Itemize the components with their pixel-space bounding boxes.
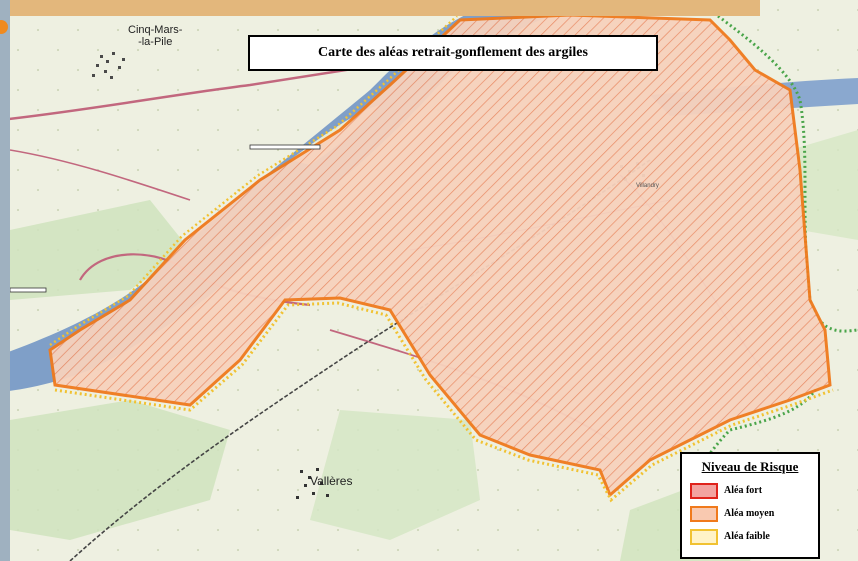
- map-title: Carte des aléas retrait-gonflement des a…: [248, 35, 658, 71]
- legend-label: Aléa faible: [724, 531, 770, 542]
- scale-bar: [10, 287, 47, 293]
- town-vallieres: [296, 468, 329, 499]
- forest-patch: [790, 130, 858, 240]
- place-label-villandry: Villandry: [636, 183, 659, 189]
- place-label-vallieres: Vallères: [310, 474, 353, 488]
- legend-swatch: [690, 505, 718, 522]
- page-marker-icon: [0, 20, 8, 34]
- road-main: [10, 58, 411, 121]
- place-label-cinq-mars: Cinq-Mars- -la-Pile: [128, 24, 183, 48]
- forest-patch: [310, 410, 480, 540]
- forest-patch: [10, 200, 190, 300]
- legend-swatch: [690, 528, 718, 545]
- legend-title: Niveau de Risque: [701, 459, 799, 474]
- legend-item-alea-fort: Aléa fort: [690, 479, 810, 502]
- legend-label: Aléa moyen: [724, 508, 775, 519]
- left-border: [0, 0, 10, 561]
- hazard-zone-faible-edge: [49, 15, 458, 347]
- road-highway: [10, 149, 191, 201]
- hazard-zone-faible-edge: [54, 301, 834, 503]
- legend-label: Aléa fort: [724, 485, 763, 496]
- hazard-zone-moyen: [48, 13, 832, 498]
- topographic-map[interactable]: [10, 0, 858, 561]
- scale-bar: [249, 144, 321, 150]
- legend-item-alea-moyen: Aléa moyen: [690, 502, 810, 525]
- legend-item-alea-faible: Aléa faible: [690, 525, 810, 548]
- top-header-band: [0, 0, 760, 16]
- legend-swatch: [690, 482, 718, 499]
- map-legend: Niveau de Risque Aléa fort Aléa moyen Al…: [680, 452, 820, 559]
- town-cinq-mars: [92, 52, 125, 79]
- forest-patch: [10, 400, 230, 540]
